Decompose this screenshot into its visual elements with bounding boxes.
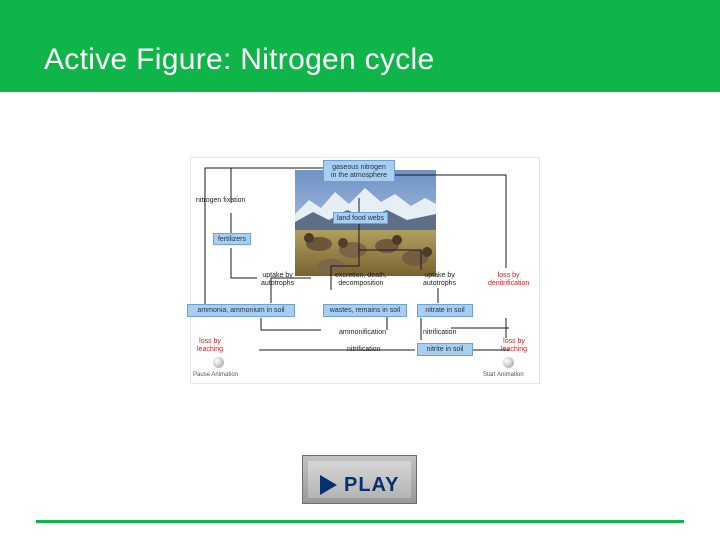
- page-title: Active Figure: Nitrogen cycle: [44, 43, 435, 76]
- land-food-webs-box: land food webs: [333, 212, 388, 224]
- footer-rule: [36, 520, 684, 523]
- loss-denitrification-label: loss by denitrification: [488, 272, 530, 287]
- start-animation-button[interactable]: [503, 357, 514, 368]
- uptake-autotrophs-label-2: uptake by autotrophs: [423, 272, 457, 287]
- fertilizers-box: fertilizers: [213, 233, 251, 245]
- loss-leaching-label-1: loss by leaching: [197, 338, 224, 353]
- nitrogen-fixation-label: nitrogen fixation: [196, 197, 246, 204]
- cycle-arrows: [204, 167, 509, 351]
- nitrate-box: nitrate in soil: [417, 304, 473, 317]
- title-bar: Active Figure: Nitrogen cycle: [0, 0, 720, 92]
- nitrification-label-2: nitrification: [347, 346, 381, 353]
- nitrification-label-1: nitrification: [423, 329, 457, 336]
- loss-leaching-label-2: loss by leaching: [501, 338, 528, 353]
- gaseous-nitrogen-box: gaseous nitrogen in the atmosphere: [323, 160, 395, 182]
- ammonification-label: ammonification: [339, 329, 387, 336]
- pause-animation-label[interactable]: Pause Animation: [193, 372, 239, 378]
- nitrite-box: nitrite in soil: [417, 343, 473, 356]
- landscape-photo: [295, 170, 436, 276]
- wastes-box: wastes, remains in soil: [323, 304, 407, 317]
- play-button-face[interactable]: PLAY: [308, 461, 411, 498]
- play-button-label: PLAY: [344, 474, 400, 496]
- play-button[interactable]: PLAY: [302, 455, 417, 504]
- nitrogen-cycle-diagram: gaseous nitrogen in the atmosphere nitro…: [187, 157, 540, 384]
- uptake-autotrophs-label-1: uptake by autotrophs: [261, 272, 295, 287]
- ammonia-box: ammonia, ammonium in soil: [187, 304, 295, 317]
- pause-animation-button[interactable]: [213, 357, 224, 368]
- play-icon: [320, 475, 337, 495]
- excretion-label: excretion, death, decomposition: [335, 272, 387, 287]
- start-animation-label[interactable]: Start Animation: [483, 372, 524, 378]
